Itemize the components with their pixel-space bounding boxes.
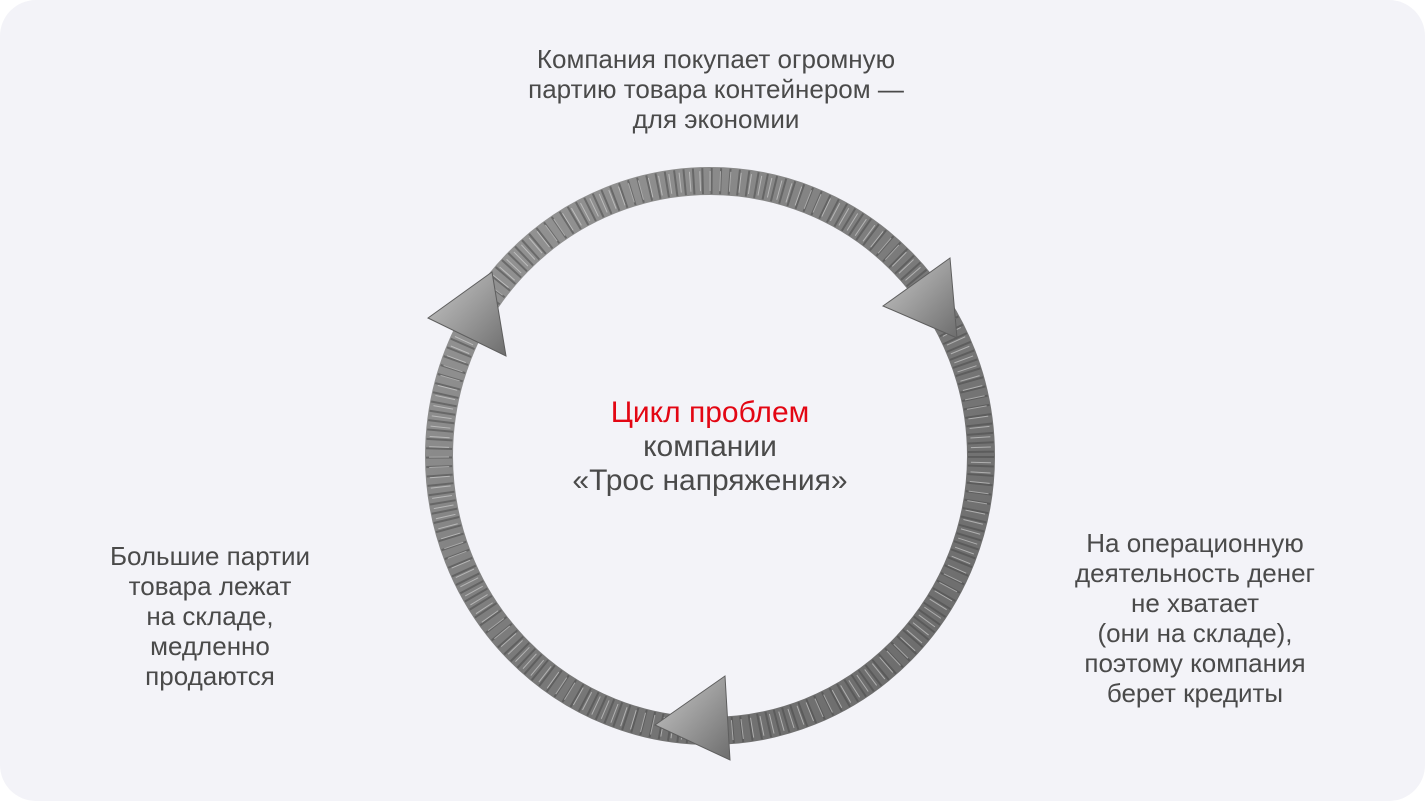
cycle-title-red: Цикл проблем bbox=[610, 396, 810, 429]
label-line: товара лежат bbox=[128, 571, 292, 601]
label-line: поэтому компания bbox=[1084, 648, 1306, 678]
right-step-label: На операционную деятельность денег не хв… bbox=[1030, 528, 1360, 708]
arrow-head-bottom-icon bbox=[654, 675, 731, 761]
label-line: медленно bbox=[150, 631, 270, 661]
top-step-label: Компания покупает огромную партию товара… bbox=[416, 44, 1016, 134]
arrow-head-top-left-icon bbox=[427, 271, 507, 357]
label-line: деятельность денег bbox=[1074, 558, 1316, 588]
label-line: Компания покупает огромную bbox=[536, 44, 896, 74]
cycle-title-line3: «Трос напряжения» bbox=[572, 464, 848, 497]
label-line: берет кредиты bbox=[1106, 678, 1284, 708]
cycle-title: Цикл проблем компании «Трос напряжения» bbox=[510, 396, 910, 498]
label-line: Большие партии bbox=[109, 541, 311, 571]
label-line: для экономии bbox=[632, 104, 800, 134]
label-line: партию товара контейнером — bbox=[528, 74, 904, 104]
arrow-head-right-icon bbox=[881, 257, 958, 339]
label-line: На операционную bbox=[1086, 528, 1304, 558]
label-line: на складе, bbox=[146, 601, 274, 631]
label-line: продаются bbox=[145, 661, 275, 691]
label-line: не хватает bbox=[1130, 588, 1260, 618]
label-line: (они на складе), bbox=[1097, 618, 1293, 648]
cycle-title-line2: компании bbox=[643, 430, 777, 463]
left-step-label: Большие партии товара лежат на складе, м… bbox=[60, 541, 360, 691]
